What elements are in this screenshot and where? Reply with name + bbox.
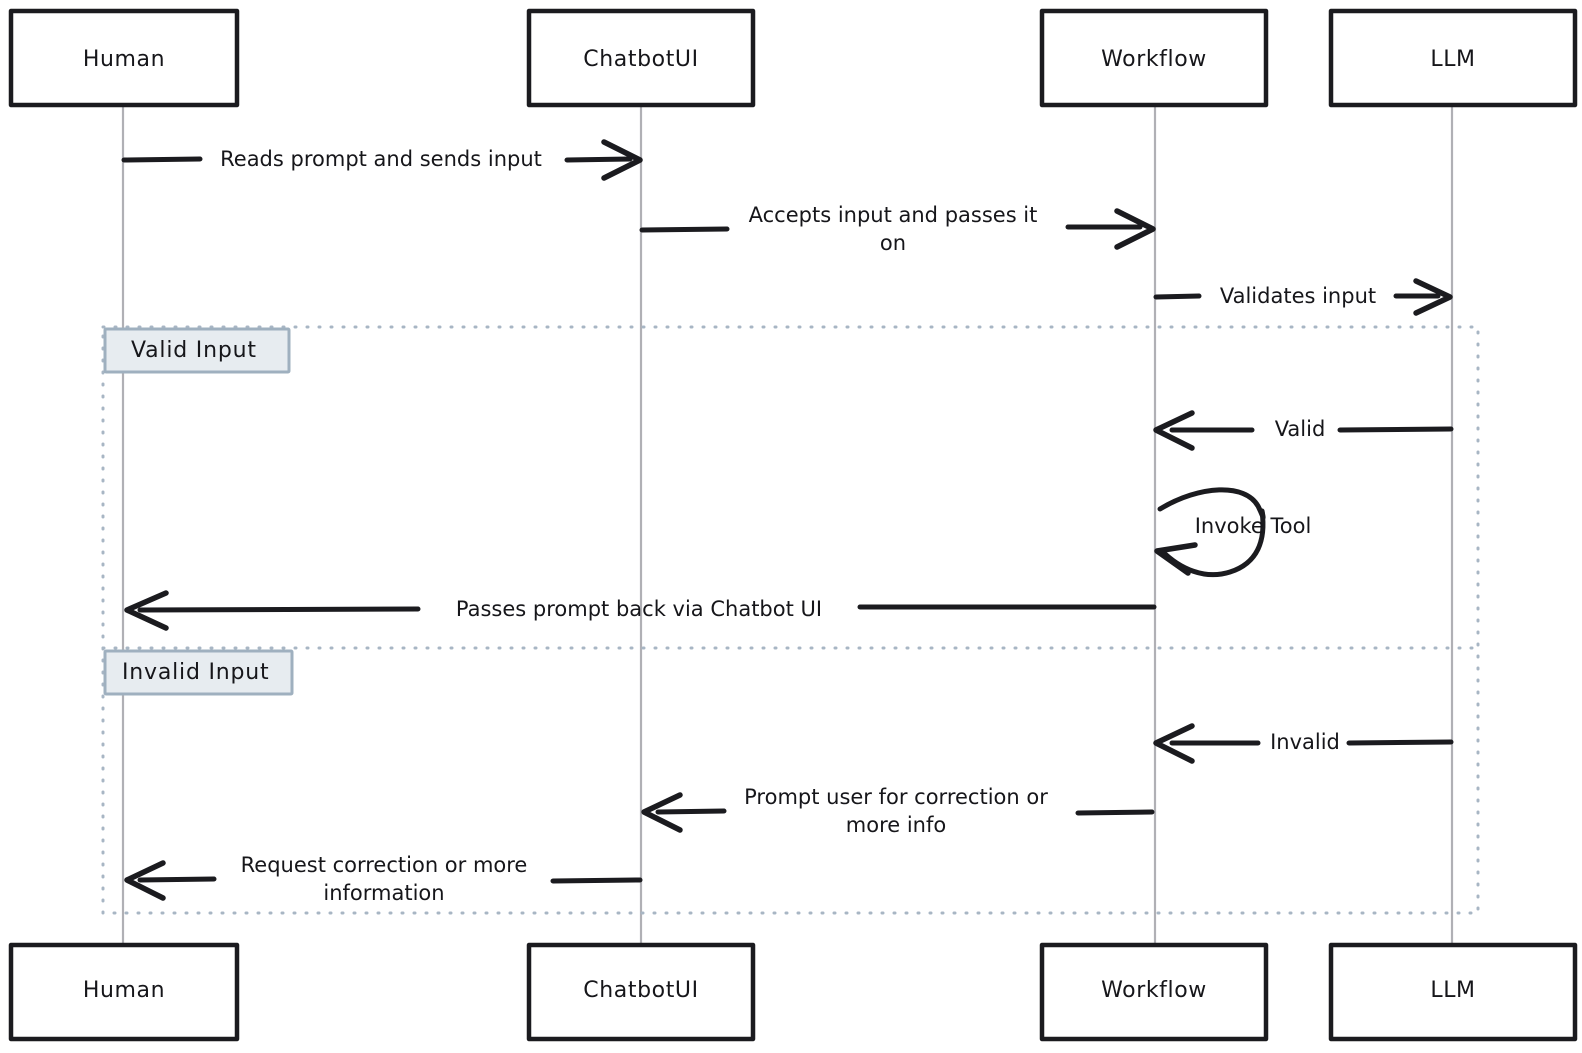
actor-box bbox=[1328, 8, 1578, 108]
message-label: Request correction or more bbox=[241, 853, 528, 877]
message-label-line2: more info bbox=[846, 813, 946, 837]
message-label: Invalid bbox=[1270, 730, 1340, 754]
arrowhead-right-icon bbox=[601, 139, 643, 181]
message-label: Invoke Tool bbox=[1195, 514, 1312, 538]
actor-label: ChatbotUI bbox=[583, 47, 698, 72]
fragment-label-invalid-input-text: Invalid Input bbox=[122, 660, 269, 685]
message-label: Validates input bbox=[1220, 284, 1376, 308]
actor-box bbox=[1039, 942, 1269, 1042]
actor-chatbotui-top[interactable]: ChatbotUI bbox=[526, 8, 756, 108]
actor-label: Workflow bbox=[1101, 978, 1207, 1003]
actor-label: LLM bbox=[1430, 47, 1475, 72]
fragment-label-valid-input-box bbox=[103, 327, 291, 374]
actor-box bbox=[1039, 8, 1269, 108]
message-line-right bbox=[564, 156, 633, 163]
message-valid[interactable]: Valid bbox=[1153, 410, 1454, 451]
arrowhead-left-icon bbox=[1154, 542, 1198, 576]
fragment-label-invalid-input: Invalid Input bbox=[103, 649, 294, 696]
actor-label: LLM bbox=[1430, 978, 1475, 1003]
message-line-right bbox=[550, 877, 643, 884]
actor-box bbox=[526, 8, 756, 108]
arrowhead-left-icon bbox=[1153, 723, 1195, 764]
message-label: Reads prompt and sends input bbox=[220, 147, 542, 171]
message-line bbox=[655, 808, 727, 815]
actor-workflow-bottom[interactable]: Workflow bbox=[1039, 942, 1269, 1042]
arrowhead-right-icon bbox=[1114, 208, 1156, 250]
actor-workflow-top[interactable]: Workflow bbox=[1039, 8, 1269, 108]
fragment-label-invalid-input-box bbox=[103, 649, 294, 696]
message-accepts-input-and-passes-it-on[interactable]: Accepts input and passes it on bbox=[639, 203, 1156, 255]
message-line bbox=[121, 156, 203, 163]
message-reads-prompt-and-sends-input[interactable]: Reads prompt and sends input bbox=[121, 139, 643, 181]
message-line bbox=[137, 606, 421, 613]
message-label-line2: on bbox=[880, 231, 906, 255]
message-line-right bbox=[1337, 426, 1454, 433]
actor-box bbox=[8, 8, 240, 108]
actor-human-bottom[interactable]: Human bbox=[8, 942, 240, 1042]
actor-box bbox=[526, 942, 756, 1042]
fragment-valid-input-border bbox=[101, 325, 1480, 915]
message-label: Prompt user for correction or bbox=[744, 785, 1048, 809]
actor-llm-top[interactable]: LLM bbox=[1328, 8, 1578, 108]
message-label-line2: information bbox=[323, 881, 444, 905]
actor-llm-bottom[interactable]: LLM bbox=[1328, 942, 1578, 1042]
actor-label: Human bbox=[83, 978, 165, 1003]
message-line bbox=[137, 876, 217, 883]
actor-label: ChatbotUI bbox=[583, 978, 698, 1003]
message-line bbox=[639, 226, 730, 233]
arrowhead-left-icon bbox=[1153, 410, 1195, 451]
message-label: Valid bbox=[1275, 417, 1326, 441]
arrowhead-left-icon bbox=[641, 792, 683, 833]
message-request-correction-or-more-information[interactable]: Request correction or more information bbox=[124, 853, 643, 905]
message-line bbox=[1153, 293, 1202, 300]
arrowhead-left-icon bbox=[124, 590, 169, 631]
actor-chatbotui-bottom[interactable]: ChatbotUI bbox=[526, 942, 756, 1042]
fragment-label-valid-input: Valid Input bbox=[103, 327, 291, 374]
message-invalid[interactable]: Invalid bbox=[1153, 723, 1454, 764]
actor-box bbox=[8, 942, 240, 1042]
fragment-label-valid-input-text: Valid Input bbox=[131, 338, 257, 363]
fragment-valid-input bbox=[101, 325, 1480, 915]
message-passes-prompt-back-via-chatbot-ui[interactable]: Passes prompt back via Chatbot UI bbox=[124, 590, 1157, 631]
actor-label: Workflow bbox=[1101, 47, 1207, 72]
message-label: Accepts input and passes it bbox=[749, 203, 1038, 227]
arrowhead-right-icon bbox=[1413, 278, 1453, 316]
message-prompt-user-for-correction-or-more-info[interactable]: Prompt user for correction or more info bbox=[641, 785, 1155, 837]
message-validates-input[interactable]: Validates input bbox=[1153, 278, 1453, 316]
actor-human-top[interactable]: Human bbox=[8, 8, 240, 108]
lifelines bbox=[121, 105, 1454, 945]
message-line-right bbox=[1346, 739, 1454, 746]
message-label: Passes prompt back via Chatbot UI bbox=[456, 597, 822, 621]
message-invoke-tool[interactable]: Invoke Tool bbox=[1154, 487, 1312, 578]
message-line-right bbox=[1075, 809, 1155, 816]
actor-box bbox=[1328, 942, 1578, 1042]
actor-label: Human bbox=[83, 47, 165, 72]
arrowhead-left-icon bbox=[124, 860, 166, 901]
